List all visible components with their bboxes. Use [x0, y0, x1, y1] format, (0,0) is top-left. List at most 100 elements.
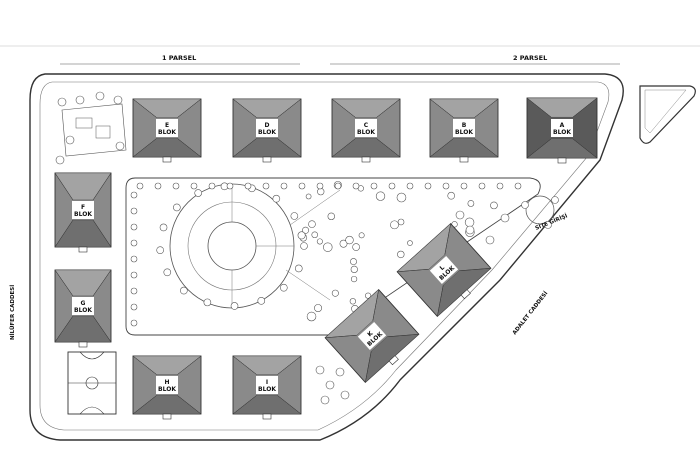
tree: [496, 182, 504, 190]
tree: [397, 218, 405, 226]
block-letter: H: [164, 379, 169, 386]
tree: [455, 210, 465, 220]
tree: [290, 212, 299, 220]
block-letter: E: [165, 122, 169, 129]
tree: [334, 182, 342, 190]
tree: [397, 250, 405, 259]
playground: [61, 103, 127, 157]
tree: [345, 235, 354, 245]
circular-plaza: [169, 183, 341, 309]
tree: [75, 95, 85, 105]
tree: [331, 289, 339, 297]
tree: [130, 287, 138, 295]
tree: [485, 235, 495, 245]
basketball-court: [67, 351, 117, 415]
tree: [159, 223, 168, 232]
tree: [316, 238, 323, 245]
block-letter: F: [81, 204, 85, 211]
block-letter: C: [364, 122, 369, 129]
tree: [130, 255, 138, 263]
tree: [156, 246, 164, 254]
tree: [396, 192, 407, 203]
tree: [365, 292, 372, 299]
tree: [130, 303, 138, 311]
block-letter: L: [439, 264, 447, 272]
tree: [262, 182, 270, 190]
tree: [297, 231, 306, 240]
block-letter: B: [462, 122, 467, 129]
site-boundary-outer: [29, 73, 624, 441]
tree: [370, 182, 378, 190]
tree: [130, 191, 138, 199]
tree: [130, 223, 138, 231]
tree: [65, 135, 75, 145]
block-suffix: BLOK: [158, 129, 176, 136]
tree: [350, 275, 358, 283]
tree: [335, 367, 345, 377]
tree: [467, 200, 475, 207]
block-letter: K: [366, 330, 374, 339]
block-letter: D: [265, 122, 270, 129]
tree: [130, 207, 138, 215]
tree: [208, 182, 216, 190]
apartment-blocks: EBLOKDBLOKCBLOKBBLOKABLOKFBLOKGBLOKHBLOK…: [54, 97, 598, 420]
tree: [327, 212, 335, 221]
tree: [544, 221, 552, 229]
tree: [464, 217, 475, 228]
tree: [173, 203, 181, 212]
tree: [460, 182, 468, 190]
tree: [316, 182, 324, 190]
site-entrance-label: SİTE GİRİŞİ: [534, 213, 568, 232]
tree: [194, 189, 202, 197]
block-letter: I: [266, 379, 268, 386]
tree: [478, 182, 486, 190]
tree: [136, 182, 144, 190]
tree: [180, 286, 188, 295]
tree: [407, 240, 413, 246]
tree: [154, 182, 162, 190]
block-suffix: BLOK: [357, 129, 375, 136]
tree: [115, 141, 125, 151]
tree: [521, 201, 529, 209]
block-suffix: BLOK: [258, 386, 276, 393]
tree: [190, 182, 198, 190]
tree: [352, 243, 360, 251]
tree: [323, 242, 333, 252]
tree: [203, 298, 212, 307]
tree: [358, 232, 365, 239]
block-suffix: BLOK: [553, 129, 571, 136]
tree: [302, 226, 310, 234]
street-label-nilufer: NİLÜFER CADDESİ: [9, 285, 16, 340]
block-suffix: BLOK: [74, 211, 92, 218]
block-letter: A: [560, 122, 565, 129]
tree: [244, 182, 252, 190]
tree: [113, 95, 123, 105]
tree: [314, 304, 323, 313]
block-letter: G: [81, 300, 86, 307]
tree: [130, 271, 138, 279]
tree: [95, 91, 105, 101]
tree: [172, 182, 180, 190]
tree: [55, 155, 65, 165]
tree: [280, 182, 288, 190]
tree: [349, 298, 356, 305]
tree: [325, 380, 335, 390]
tree: [320, 395, 330, 405]
parcel-1-label: 1 PARSEL: [162, 54, 196, 62]
central-park-boundary: [125, 177, 541, 336]
site-boundary-inner: [39, 81, 610, 431]
triangle-plot-inner: [644, 89, 687, 134]
block-suffix: BLOK: [158, 386, 176, 393]
tree: [490, 201, 498, 210]
triangle-plot: [639, 85, 696, 144]
tree: [317, 188, 325, 196]
